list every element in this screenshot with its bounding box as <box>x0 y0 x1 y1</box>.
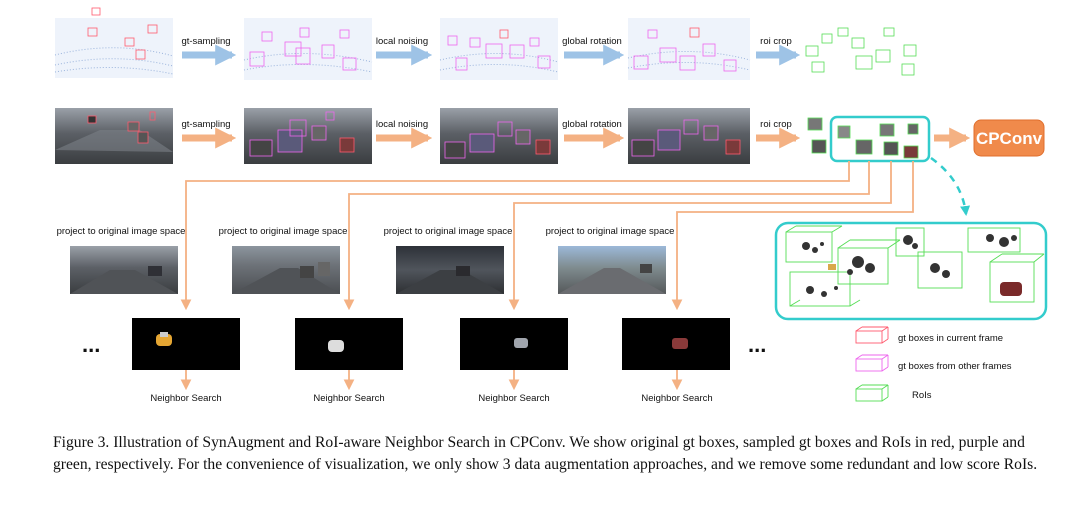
label-global-rotation-mid: global rotation <box>562 119 622 130</box>
image-rotated <box>628 108 750 164</box>
projection-row: project to original image space project … <box>57 226 767 404</box>
legend-item-other: gt boxes from other frames <box>855 354 1012 372</box>
pointcloud-local-noised <box>439 18 559 80</box>
label-neighbor-search-3: Neighbor Search <box>478 393 549 404</box>
figure-caption: Figure 3. Illustration of SynAugment and… <box>53 434 1038 473</box>
label-gt-sampling-top: gt-sampling <box>181 36 230 47</box>
legend-item-rois: RoIs <box>855 384 932 402</box>
mask-4 <box>622 318 730 370</box>
pointcloud-roi-crops <box>805 27 917 76</box>
label-project-1: project to original image space <box>57 226 186 237</box>
label-roi-crop-mid: roi crop <box>760 119 792 130</box>
mask-2 <box>295 318 403 370</box>
route-line-4 <box>671 161 914 311</box>
cpconv-block <box>973 119 1045 157</box>
pointcloud-gt-sampled <box>243 18 373 80</box>
label-local-noising-mid: local noising <box>376 119 428 130</box>
legend-label-current: gt boxes in current frame <box>898 333 1003 344</box>
roi-highlight-box <box>829 115 931 163</box>
image-local-noised <box>440 108 558 164</box>
route-line-2 <box>343 161 870 311</box>
ellipsis-left: ... <box>82 332 100 357</box>
label-neighbor-search-4: Neighbor Search <box>641 393 712 404</box>
label-neighbor-search-1: Neighbor Search <box>150 393 221 404</box>
mask-1 <box>132 318 240 370</box>
label-global-rotation-top: global rotation <box>562 36 622 47</box>
label-local-noising-top: local noising <box>376 36 428 47</box>
photo-1 <box>70 246 178 294</box>
projection-lines <box>180 161 914 311</box>
label-project-3: project to original image space <box>384 226 513 237</box>
photo-4 <box>558 246 666 294</box>
ellipsis-right: ... <box>748 332 766 357</box>
pointcloud-rotated <box>627 18 751 80</box>
image-roi-crops <box>807 117 919 159</box>
photo-3 <box>396 246 504 294</box>
legend-label-rois: RoIs <box>912 390 932 401</box>
top-row: gt-sampling local noising <box>54 7 917 80</box>
image-gt-sampled <box>244 108 372 164</box>
legend-label-other: gt boxes from other frames <box>898 361 1012 372</box>
middle-row: gt-sampling local noising global rotatio… <box>55 108 1045 164</box>
label-gt-sampling-mid: gt-sampling <box>181 119 230 130</box>
roi-zoom-panel <box>774 221 1048 321</box>
route-line-1 <box>180 161 850 311</box>
legend: gt boxes in current frame gt boxes from … <box>855 326 1012 402</box>
label-project-2: project to original image space <box>219 226 348 237</box>
mask-3 <box>460 318 568 370</box>
zoom-dashed-arrow <box>930 156 971 216</box>
image-original <box>55 108 173 164</box>
route-line-3 <box>508 161 892 311</box>
label-neighbor-search-2: Neighbor Search <box>313 393 384 404</box>
cpconv-label: CPConv <box>976 129 1043 148</box>
figure-3: gt-sampling local noising <box>54 7 1048 404</box>
legend-item-current: gt boxes in current frame <box>855 326 1003 344</box>
photo-2 <box>232 246 340 294</box>
label-project-4: project to original image space <box>546 226 675 237</box>
label-roi-crop-top: roi crop <box>760 36 792 47</box>
pointcloud-original <box>54 7 174 78</box>
